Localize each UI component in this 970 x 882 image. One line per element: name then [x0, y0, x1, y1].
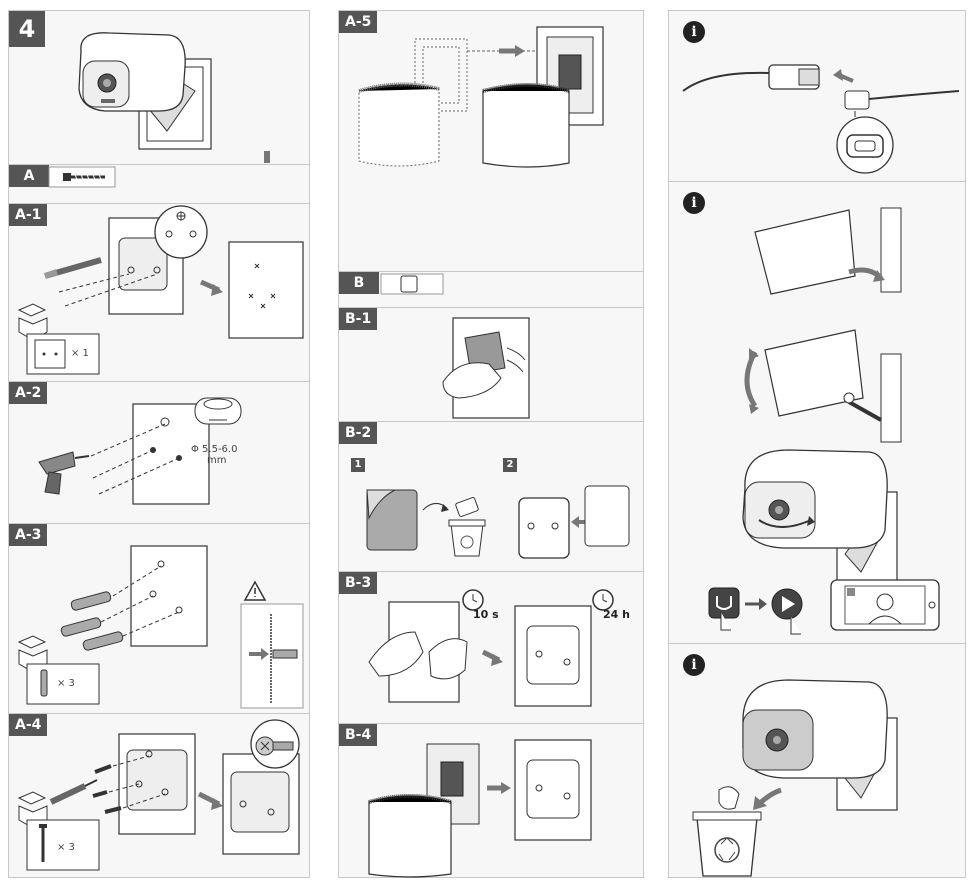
panel-section-a: A — [9, 164, 309, 211]
clean-surface-illustration — [442, 317, 530, 419]
panel-a-1: A-1 × 1 — [9, 203, 309, 382]
panel-info-adjust: i — [669, 181, 965, 644]
b-3-timer-24h: 24 h — [603, 608, 630, 621]
info-icon: i — [683, 21, 705, 43]
info-icon: i — [683, 192, 705, 214]
cable-connector-illustration — [682, 64, 960, 174]
press-adhesive-illustration — [368, 589, 614, 707]
a-3-label: A-3 — [9, 524, 48, 546]
panel-b-1: B-1 — [339, 307, 643, 422]
panel-step-4: 4 — [9, 11, 309, 163]
a-1-quantity: × 1 — [71, 348, 89, 359]
panel-b-3: B-3 10 s 24 h — [339, 571, 643, 724]
column-1: 4 A A-1 — [8, 10, 310, 878]
column-3: i i — [668, 10, 966, 878]
column-2: A-5 B B-1 — [338, 10, 644, 878]
panel-section-b: B — [339, 271, 643, 312]
mount-screwing-illustration — [17, 719, 300, 871]
camera-on-adhesive-illustration — [368, 739, 592, 878]
section-b-label: B — [339, 272, 379, 294]
panel-info-cable: i — [669, 11, 965, 181]
step-4-label: 4 — [9, 11, 45, 47]
b-3-label: B-3 — [339, 572, 378, 594]
a-4-quantity: × 3 — [57, 842, 75, 853]
a-5-label: A-5 — [339, 11, 378, 33]
a-2-label: A-2 — [9, 382, 48, 404]
a-2-unit: mm — [207, 455, 227, 466]
a-3-quantity: × 3 — [57, 678, 75, 689]
panel-a-3: A-3 × 3 — [9, 523, 309, 714]
info-icon: i — [683, 654, 705, 676]
panel-a-2: A-2 Φ 5.5-6.0 mm — [9, 381, 309, 524]
adhesive-pad-icon — [380, 273, 444, 295]
panel-b-4: B-4 — [339, 723, 643, 878]
drilling-illustration — [38, 397, 242, 505]
screw-icon — [48, 166, 116, 188]
b-2-step-2: 2 — [503, 458, 517, 472]
section-a-label: A — [9, 165, 49, 187]
camera-angle-illustration — [708, 207, 940, 635]
recycle-illustration — [692, 679, 898, 877]
panel-b-2: B-2 1 2 — [339, 421, 643, 572]
b-3-timer-10s: 10 s — [473, 608, 499, 621]
panel-a-4: A-4 × 3 — [9, 713, 309, 878]
anchor-insertion-illustration — [17, 545, 304, 709]
a-1-label: A-1 — [9, 204, 48, 226]
wall-marking-illustration — [17, 205, 304, 375]
b-4-label: B-4 — [339, 724, 378, 746]
peel-adhesive-illustration — [366, 485, 630, 559]
a-2-diameter: Φ 5.5-6.0 — [191, 444, 238, 455]
camera-on-mount-illustration — [78, 32, 270, 163]
b-1-label: B-1 — [339, 308, 378, 330]
a-4-label: A-4 — [9, 714, 48, 736]
b-2-step-1: 1 — [351, 458, 365, 472]
camera-attach-illustration — [358, 26, 604, 168]
b-2-label: B-2 — [339, 422, 378, 444]
panel-info-recycle: i — [669, 643, 965, 878]
panel-a-5: A-5 — [339, 11, 643, 271]
